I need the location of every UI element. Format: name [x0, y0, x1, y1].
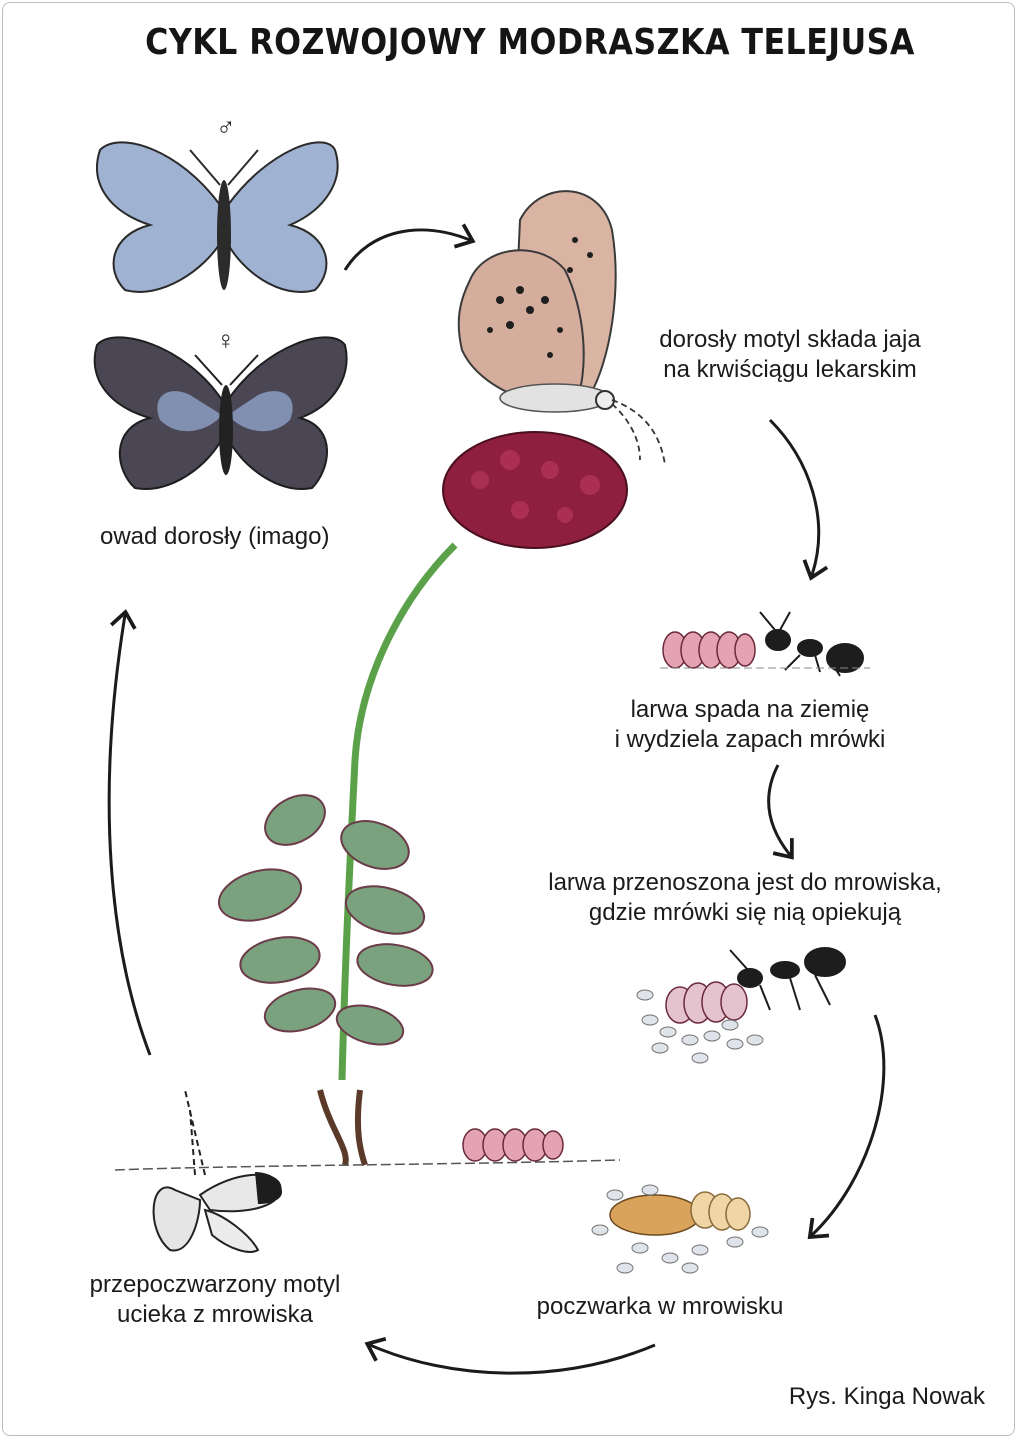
emerging-butterfly: [152, 1089, 282, 1253]
label-larva-drop: larwa spada na ziemię i wydziela zapach …: [585, 695, 915, 755]
larva-in-nest: [636, 947, 846, 1064]
label-imago: owad dorosły (imago): [100, 523, 330, 550]
male-symbol: ♂: [216, 112, 236, 142]
label-eggs-line1: dorosły motyl składa jaja: [659, 326, 921, 353]
male-butterfly: [96, 141, 339, 293]
diagram-title: CYKL ROZWOJOWY MODRASZKA TELEJUSA: [145, 22, 915, 63]
label-emergence-line1: przepoczwarzony motyl: [89, 1271, 341, 1298]
arrow-eggs-to-larva: [768, 418, 829, 581]
plant-leaves: [217, 794, 434, 1046]
ground-line: [114, 1159, 621, 1171]
label-larva-carried: larwa przenoszona jest do mrowiska, gdzi…: [505, 868, 985, 928]
plant-stem: [338, 542, 458, 1081]
flower-head: [442, 431, 628, 549]
label-larva-carried-line1: larwa przenoszona jest do mrowiska,: [548, 869, 942, 896]
label-emergence-line2: ucieka z mrowiska: [116, 1301, 314, 1328]
arrow-carried-to-pupa: [807, 1014, 886, 1240]
female-butterfly: [93, 336, 348, 491]
label-eggs-line2: na krwiściągu lekarskim: [663, 356, 917, 383]
label-pupa: poczwarka w mrowisku: [536, 1293, 784, 1320]
label-larva-carried-line2: gdzie mrówki się nią opiekują: [588, 899, 902, 926]
arrow-pupa-to-emergence: [364, 1336, 656, 1375]
label-eggs: dorosły motyl składa jaja na krwiściągu …: [625, 325, 955, 385]
larva-and-ant: [660, 611, 870, 677]
arrow-emergence-to-imago: [107, 609, 152, 1056]
illustration-credit: Rys. Kinga Nowak: [788, 1383, 985, 1410]
pupa-in-nest: [591, 1184, 769, 1274]
female-symbol: ♀: [216, 325, 236, 355]
arrow-larva-to-carried: [767, 764, 794, 860]
perched-butterfly: [457, 190, 666, 466]
label-larva-drop-line1: larwa spada na ziemię: [630, 696, 870, 723]
label-larva-drop-line2: i wydziela zapach mrówki: [614, 726, 886, 753]
larva-on-ground: [462, 1128, 564, 1162]
arrow-imago-to-eggs: [343, 223, 476, 271]
label-emergence: przepoczwarzony motyl ucieka z mrowiska: [60, 1270, 370, 1330]
